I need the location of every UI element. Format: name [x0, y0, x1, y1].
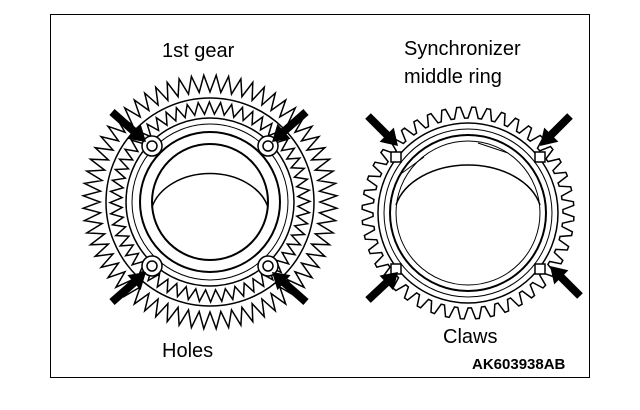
arrow-gear-top-left	[109, 109, 146, 142]
gear-hole-3	[141, 255, 163, 277]
holes-callout-label: Holes	[162, 340, 214, 362]
gear-hole-inner-2	[262, 140, 274, 152]
gear-hole-inner-1	[146, 140, 158, 152]
claws-callout-label: Claws	[443, 326, 498, 348]
gear-hole-1	[141, 135, 163, 157]
ring-claw-1	[390, 151, 402, 163]
gear-cone	[125, 117, 295, 287]
gear-hub-outer	[139, 131, 281, 273]
gear-inner-teeth	[108, 100, 312, 304]
arrow-gear-bottom-right	[272, 272, 309, 305]
gear-hole-4	[257, 255, 279, 277]
ring-body-inner	[383, 128, 553, 298]
gear-bore-shadow	[151, 172, 269, 208]
arrow-gear-bottom-left	[109, 272, 146, 305]
gear-cone-inner	[131, 123, 289, 281]
arrow-ring-top-right	[540, 113, 573, 146]
ring-outer-teeth	[361, 106, 575, 320]
synchronizer-label-line1: Synchronizer	[404, 38, 521, 60]
ring-claw-4	[534, 263, 546, 275]
synchronizer-ring-drawing	[361, 106, 575, 320]
ring-inner-edge	[395, 140, 541, 286]
figure-code: AK603938AB	[472, 356, 566, 373]
figure-frame	[50, 14, 590, 378]
ring-body	[377, 122, 559, 304]
first-gear-label: 1st gear	[162, 40, 235, 62]
gear-hole-inner-4	[262, 260, 274, 272]
synchronizer-label-line2: middle ring	[404, 66, 502, 88]
arrow-ring-top-left	[365, 113, 398, 146]
gear-bore	[151, 143, 269, 261]
gear-rim	[105, 97, 315, 307]
ring-claw-2	[534, 151, 546, 163]
ring-interior-shading	[395, 164, 541, 206]
arrow-ring-bottom-right	[550, 266, 583, 299]
arrow-gear-top-right	[272, 109, 309, 142]
first-gear-drawing	[80, 72, 340, 332]
gear-hole-inner-3	[146, 260, 158, 272]
pointer-arrows	[109, 109, 583, 305]
ring-interior-lines	[401, 142, 509, 174]
ring-inner-wall	[389, 134, 547, 292]
gear-outer-teeth	[80, 72, 340, 332]
arrow-ring-bottom-left	[365, 272, 398, 303]
